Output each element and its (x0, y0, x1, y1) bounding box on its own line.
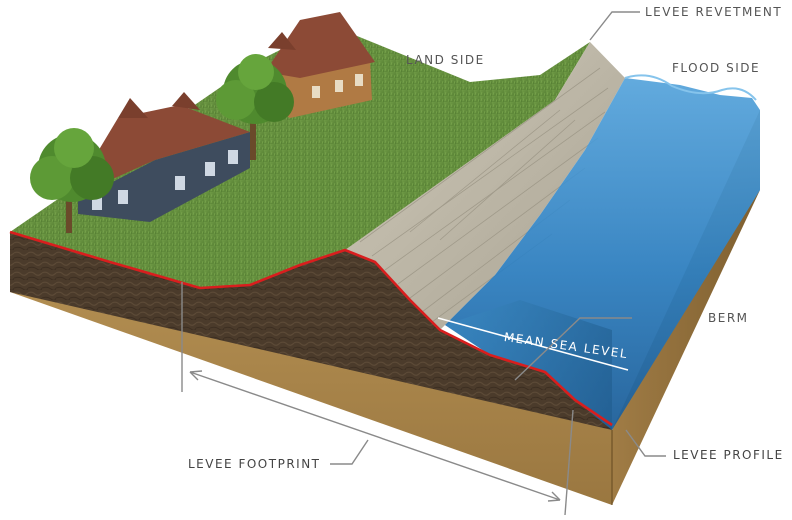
label-levee-footprint: LEVEE FOOTPRINT (188, 457, 321, 471)
label-flood-side: FLOOD SIDE (672, 61, 761, 75)
levee-profile-line (9, 230, 613, 427)
levee-soil-cross-section (10, 232, 612, 430)
label-levee-profile: LEVEE PROFILE (673, 448, 784, 462)
tree-middle (216, 54, 294, 160)
house-back (265, 12, 375, 118)
mean-sea-level-line (437, 317, 629, 371)
callout-line-levee-revetment (589, 11, 640, 41)
callout-line-levee-footprint (330, 439, 369, 465)
land-side-grass-surface (10, 25, 590, 288)
tree-left (30, 128, 114, 233)
house-front (70, 92, 250, 222)
callout-line-berm (514, 317, 632, 381)
label-levee-revetment: LEVEE REVETMENT (645, 5, 783, 19)
callout-lines (330, 11, 666, 465)
levee-footprint-dimension (181, 282, 574, 516)
label-land-side: LAND SIDE (406, 53, 485, 67)
water-wave-crest (624, 74, 757, 101)
callout-line-levee-profile (625, 429, 666, 457)
label-berm: BERM (708, 311, 749, 325)
